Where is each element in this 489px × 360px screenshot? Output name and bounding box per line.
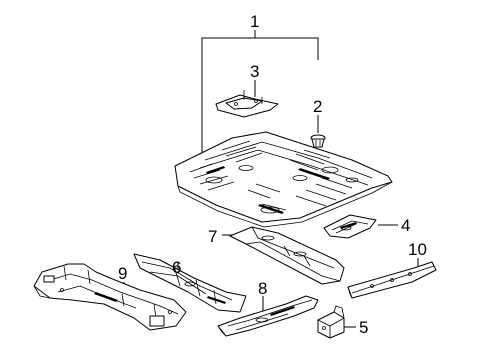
- callout-8: 8: [258, 279, 267, 298]
- callout-5: 5: [359, 318, 368, 337]
- part-1-floor-pan: [174, 131, 393, 228]
- part-2-clip: [310, 134, 326, 148]
- part-5-bracket: [317, 305, 345, 339]
- part-7-rail: [229, 226, 345, 285]
- callout-9: 9: [118, 264, 127, 283]
- callout-7: 7: [208, 227, 217, 246]
- part-4-panel: [323, 214, 377, 239]
- callout-labels: 1 3 2 4 6 7 10 9 8 5: [118, 12, 427, 337]
- callout-6: 6: [172, 258, 181, 277]
- part-6-crossmember: [133, 253, 247, 313]
- callout-10: 10: [408, 240, 427, 259]
- callout-4: 4: [401, 216, 410, 235]
- callout-3: 3: [250, 62, 259, 81]
- callout-2: 2: [313, 97, 322, 116]
- part-10-side-rail: [347, 261, 437, 299]
- leader-1: [201, 37, 319, 158]
- callout-1: 1: [250, 12, 259, 31]
- part-3-bracket: [215, 90, 279, 118]
- part-8-crossmember: [217, 295, 319, 337]
- part-9-frame: [33, 263, 187, 331]
